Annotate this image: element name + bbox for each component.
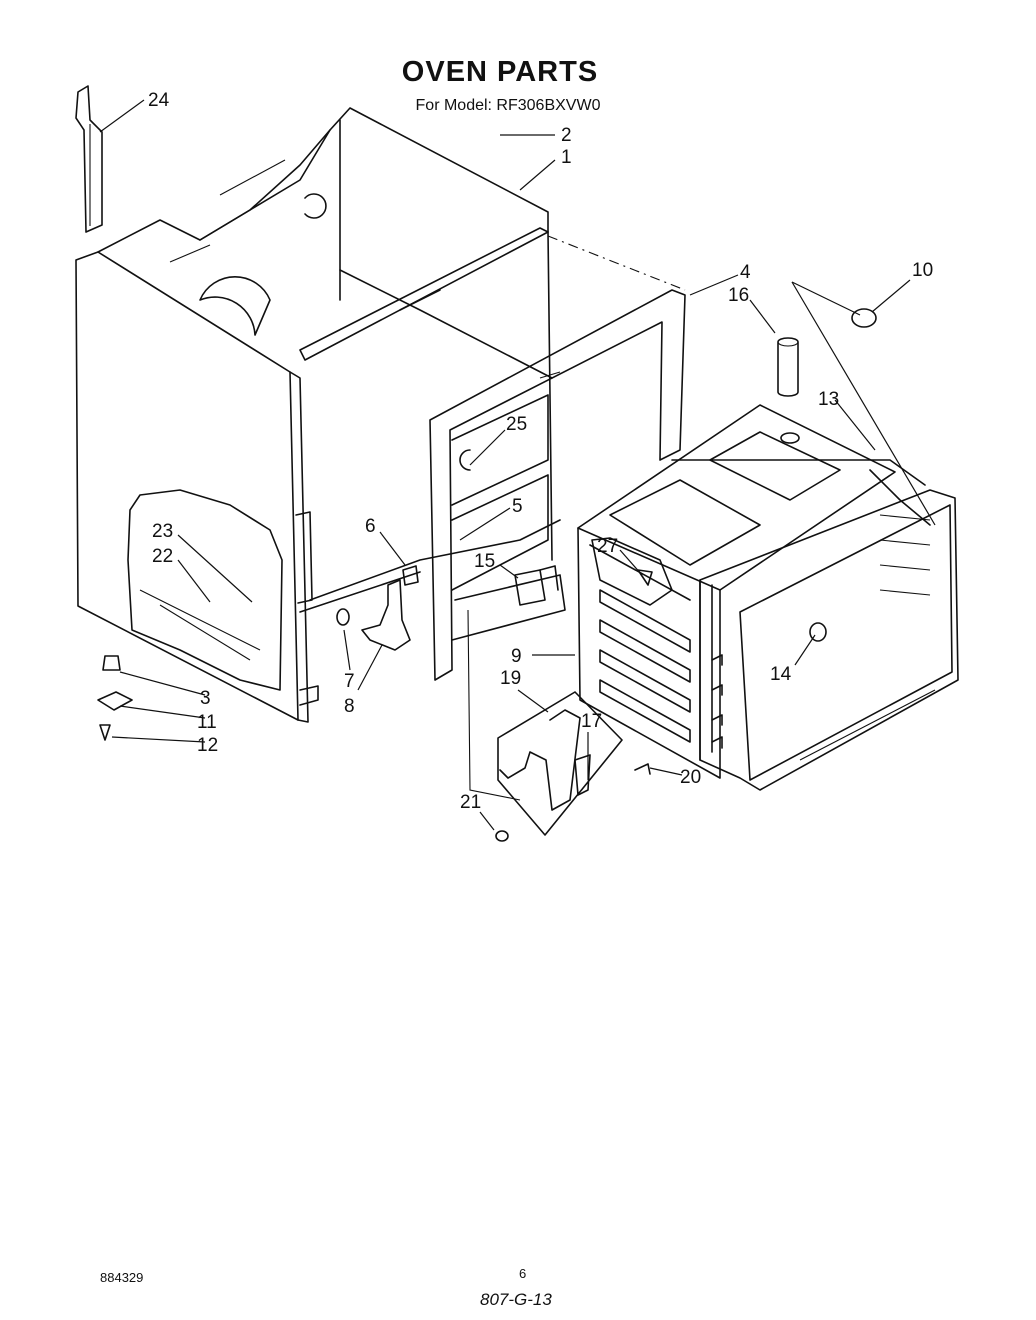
callout-4: 4 xyxy=(740,262,751,283)
callout-14: 14 xyxy=(770,664,792,685)
callout-13: 13 xyxy=(818,389,839,410)
plug-part-10 xyxy=(851,308,877,328)
handwritten-code: 807-G-13 xyxy=(480,1290,552,1309)
callout-21: 21 xyxy=(460,792,481,813)
callout-8: 8 xyxy=(344,696,355,717)
page-number: 6 xyxy=(519,1266,527,1281)
oven-cavity xyxy=(577,404,959,791)
bottom-fasteners xyxy=(97,655,133,741)
callout-leaders xyxy=(99,99,936,831)
cabinet-frame xyxy=(295,227,686,706)
callout-17: 17 xyxy=(581,711,602,732)
callout-11: 11 xyxy=(197,712,217,733)
page-title: OVEN PARTS xyxy=(401,56,599,88)
callout-27: 27 xyxy=(597,536,618,557)
callout-5: 5 xyxy=(512,496,523,517)
tube-part-16 xyxy=(777,337,799,397)
callout-numbers: 24 2 1 4 10 16 13 25 5 6 15 27 23 22 9 1… xyxy=(148,90,933,813)
cabinet-side-panel xyxy=(75,107,553,723)
callout-2: 2 xyxy=(561,125,572,146)
bracket-part-19 xyxy=(467,609,651,842)
callout-23: 23 xyxy=(152,521,173,542)
callout-15: 15 xyxy=(474,551,495,572)
model-subtitle: For Model: RF306BXVW0 xyxy=(415,97,601,114)
callout-24: 24 xyxy=(148,90,170,111)
callout-19: 19 xyxy=(500,668,521,689)
callout-7: 7 xyxy=(344,671,355,692)
bracket-part-24 xyxy=(75,85,103,233)
callout-9: 9 xyxy=(511,646,522,667)
callout-16: 16 xyxy=(728,285,749,306)
callout-3: 3 xyxy=(200,688,211,709)
small-parts xyxy=(336,565,559,651)
callout-25: 25 xyxy=(506,414,527,435)
callout-10: 10 xyxy=(912,260,933,281)
callout-22: 22 xyxy=(152,546,173,567)
callout-20: 20 xyxy=(680,767,701,788)
callout-6: 6 xyxy=(365,516,376,537)
callout-12: 12 xyxy=(197,735,218,756)
doc-number: 884329 xyxy=(100,1270,144,1285)
callout-1: 1 xyxy=(561,147,572,168)
